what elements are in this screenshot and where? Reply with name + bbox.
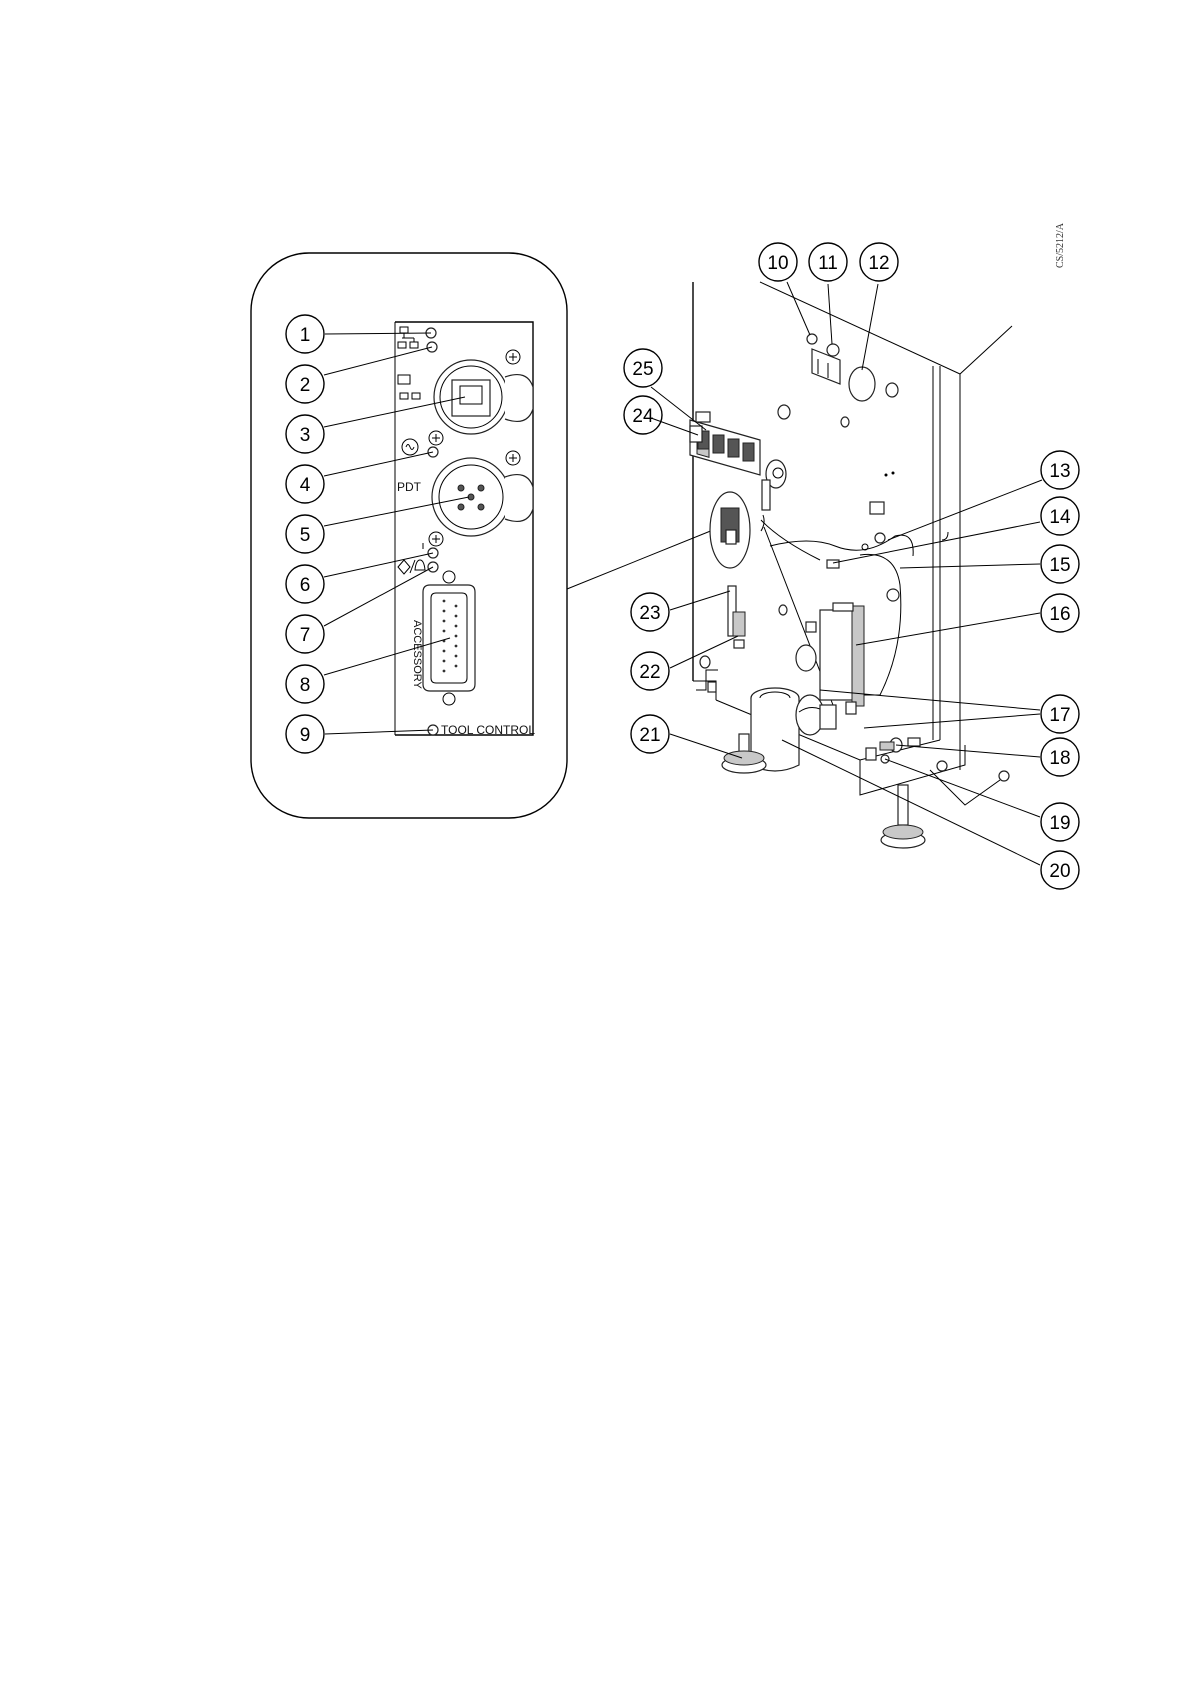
reference-code: CS/5212/A: [1055, 222, 1066, 268]
callout-17: 17: [1041, 695, 1079, 733]
svg-text:23: 23: [639, 603, 660, 624]
svg-text:17: 17: [1049, 705, 1070, 726]
svg-text:12: 12: [868, 253, 889, 274]
svg-text:15: 15: [1049, 555, 1070, 576]
machine-rear-view: [690, 282, 1012, 848]
svg-text:6: 6: [300, 575, 311, 596]
svg-text:13: 13: [1049, 461, 1070, 482]
leader-lines: [324, 282, 1042, 865]
callout-20: 20: [1041, 851, 1079, 889]
callout-22: 22: [631, 652, 669, 690]
callout-11: 11: [809, 243, 847, 281]
svg-text:4: 4: [300, 475, 311, 496]
hole-10: [807, 334, 817, 344]
callout-12: 12: [860, 243, 898, 281]
callout-5: 5: [286, 515, 324, 553]
terminal-block: [690, 412, 760, 475]
svg-text:22: 22: [639, 662, 660, 683]
svg-text:7: 7: [300, 625, 311, 646]
callout-1: 1: [286, 315, 324, 353]
callout-10: 10: [759, 243, 797, 281]
ethernet-connector: [398, 350, 533, 445]
svg-text:1: 1: [300, 325, 311, 346]
svg-text:14: 14: [1049, 507, 1071, 528]
callout-14: 14: [1041, 497, 1079, 535]
accessory-label: ACCESSORY: [411, 620, 423, 690]
svg-text:2: 2: [300, 375, 311, 396]
svg-text:19: 19: [1049, 813, 1070, 834]
svg-text:18: 18: [1049, 748, 1070, 769]
callout-4: 4: [286, 465, 324, 503]
callout-8: 8: [286, 665, 324, 703]
callout-16: 16: [1041, 594, 1079, 632]
svg-text:24: 24: [632, 406, 654, 427]
callout-2: 2: [286, 365, 324, 403]
foot-right: [881, 785, 925, 848]
callout-13: 13: [1041, 451, 1079, 489]
svg-text:25: 25: [632, 359, 653, 380]
svg-text:20: 20: [1049, 861, 1070, 882]
pdt-connector: [429, 451, 533, 546]
callout-19: 19: [1041, 803, 1079, 841]
tool-control-label: TOOL CONTROL: [441, 723, 535, 737]
svg-text:10: 10: [767, 253, 788, 274]
callout-7: 7: [286, 615, 324, 653]
network-status-icon: [398, 327, 418, 348]
svg-text:21: 21: [639, 725, 660, 746]
callout-15: 15: [1041, 545, 1079, 583]
svg-text:16: 16: [1049, 604, 1070, 625]
callout-24: 24: [624, 396, 662, 434]
hole-11: [827, 344, 839, 356]
callout-6: 6: [286, 565, 324, 603]
callout-23: 23: [631, 593, 669, 631]
callout-9: 9: [286, 715, 324, 753]
svg-text:8: 8: [300, 675, 311, 696]
pdt-label: PDT: [397, 480, 422, 494]
svg-text:11: 11: [818, 253, 838, 274]
callout-3: 3: [286, 415, 324, 453]
filter-cylinder: [820, 603, 864, 714]
svg-text:5: 5: [300, 525, 311, 546]
alarm-bell-icon: [398, 560, 425, 574]
svg-text:9: 9: [300, 725, 311, 746]
hole-12: [849, 367, 875, 401]
callout-21: 21: [631, 715, 669, 753]
callout-18: 18: [1041, 738, 1079, 776]
connector-panel-inset: PDT ACCESSORY TOO: [251, 253, 567, 818]
callout-25: 25: [624, 349, 662, 387]
svg-text:3: 3: [300, 425, 311, 446]
